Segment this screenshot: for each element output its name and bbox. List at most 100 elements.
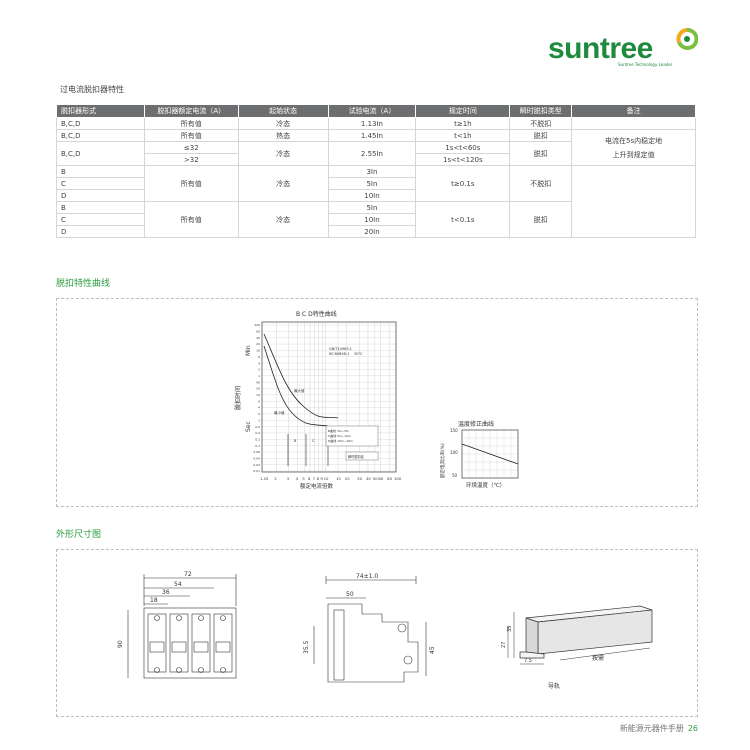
curve-xtick: 100 xyxy=(394,476,402,481)
curve-ytick: 40 xyxy=(256,336,260,340)
cell-state: 冷态 xyxy=(237,201,329,238)
curve-ytick: 60 xyxy=(256,330,260,334)
cell-current: 3In xyxy=(327,165,417,178)
dim-35-5: 35.5 xyxy=(303,640,310,654)
dims-box xyxy=(56,549,698,717)
cell-rated: >32 xyxy=(143,153,239,166)
temp-ytick: 100 xyxy=(450,450,458,455)
table-row: D 20In xyxy=(56,225,696,238)
curve-ytick: 10 xyxy=(256,349,260,353)
temp-title: 温度修正曲线 xyxy=(458,420,494,428)
curve-ytick: 0.01 xyxy=(253,469,260,473)
dim-50: 50 xyxy=(346,591,354,598)
curve-xtick: 8 xyxy=(317,476,320,481)
brand-name: suntree xyxy=(548,32,653,65)
cell-state: 热态 xyxy=(237,129,329,142)
cell-state: 冷态 xyxy=(237,117,329,130)
curve-ytick: 2 xyxy=(258,368,260,372)
note-line: 电流在5s内稳定地 xyxy=(605,136,663,145)
table-row: D 10In xyxy=(56,189,696,202)
col-header: 规定时间 xyxy=(415,104,511,118)
temp-line xyxy=(461,443,519,465)
curve-xtick: 4 xyxy=(296,476,299,481)
cell-rated: 所有值 xyxy=(143,129,239,142)
col-header: 备注 xyxy=(571,104,696,118)
cell-type: C xyxy=(56,177,145,190)
section-title-dims: 外形尺寸图 xyxy=(56,530,102,540)
table-title: 过电流脱扣器特性 xyxy=(60,85,124,94)
max-label: 最大值 xyxy=(294,388,305,393)
curve-ytick: 10 xyxy=(256,393,260,397)
min-axis-label: Min xyxy=(245,345,252,356)
curve-box xyxy=(56,298,698,507)
curve-xtick: 2 xyxy=(274,476,277,481)
rail-dim-27: 27 xyxy=(501,642,507,648)
cell-type: D xyxy=(56,189,145,202)
cell-time: t≥0.1s xyxy=(415,165,511,202)
curve-ytick: 2 xyxy=(258,412,260,416)
col-header: 脱扣器形式 xyxy=(56,104,145,118)
cell-time: 1s<t<120s xyxy=(415,153,511,166)
cell-type: B,C,D xyxy=(56,117,145,130)
curve-ytick: 120 xyxy=(254,323,260,327)
cell-type: B xyxy=(56,201,145,214)
cell-state: 冷态 xyxy=(237,141,329,166)
rail-length-label: 按需 xyxy=(592,654,604,662)
legend-item: C曲线 5In~10In xyxy=(328,433,351,438)
std-label: IEC60898-1 xyxy=(329,352,349,356)
table-row: C 10In xyxy=(56,213,696,226)
cell-rated: ≤32 xyxy=(143,141,239,154)
b-label: B xyxy=(294,439,297,443)
section-title-curve: 脱扣特性曲线 xyxy=(56,279,111,289)
curve-xtick: 30 xyxy=(357,476,362,481)
max-curve xyxy=(263,333,339,419)
curve-ytick: 4 xyxy=(258,361,260,365)
curve-xtick: 15 xyxy=(336,476,341,481)
dim-54: 54 xyxy=(174,581,182,588)
dim-72: 72 xyxy=(184,571,192,578)
cell-trip: 脱扣 xyxy=(509,201,573,238)
curve-ytick: 0.02 xyxy=(253,463,260,467)
curve-ytick: 0.1 xyxy=(255,444,260,448)
cell-rated: 所有值 xyxy=(143,165,239,202)
cell-note-empty xyxy=(571,165,696,238)
cell-time: 1s<t<60s xyxy=(415,141,511,154)
curve-ytick: 1 xyxy=(258,374,260,378)
side-view-drawing: 74±1.0 50 35.5 45 xyxy=(303,573,436,683)
cell-time: t<0.1s xyxy=(415,201,511,238)
legend-item: D曲线 10In~20In xyxy=(328,438,353,443)
col-header: 瞬时脱扣类型 xyxy=(509,104,573,118)
cell-current: 1.45In xyxy=(327,129,417,142)
cell-time: t<1h xyxy=(415,129,511,142)
curve-xlabel: 额定电流倍数 xyxy=(300,482,334,490)
cell-current: 5In xyxy=(327,177,417,190)
curve-ytick: 20 xyxy=(256,342,260,346)
curve-xtick: 6 xyxy=(308,476,311,481)
temperature-chart: 温度修正曲线 150 100 50 额定电流比率(%) 环境温度（℃） xyxy=(439,420,519,489)
cell-note-empty xyxy=(571,117,696,130)
table-header-row: 脱扣器形式 脱扣器额定电流（A） 起始状态 试验电流（A） 规定时间 瞬时脱扣类… xyxy=(56,104,696,118)
temp-xlabel: 环境温度（℃） xyxy=(466,481,505,489)
curve-xtick: 40 xyxy=(366,476,371,481)
cell-trip: 脱扣 xyxy=(509,141,573,166)
trip-characteristics-table: 脱扣器形式 脱扣器额定电流（A） 起始状态 试验电流（A） 规定时间 瞬时脱扣类… xyxy=(56,104,696,238)
dim-18: 18 xyxy=(150,597,158,604)
cell-type: B xyxy=(56,165,145,178)
brand-tagline: Suntree Technology Leader xyxy=(618,62,673,67)
curve-ytick: 0.4 xyxy=(255,431,260,435)
cell-rated: 所有值 xyxy=(143,117,239,130)
cell-trip: 不脱扣 xyxy=(509,117,573,130)
table-row: B,C,D 所有值 冷态 1.13In t≥1h 不脱扣 xyxy=(56,117,696,130)
table-row: C 5In xyxy=(56,177,696,190)
rail-dim-35: 35 xyxy=(507,626,513,632)
min-label: 最小值 xyxy=(274,410,285,415)
curve-ytick: 6 xyxy=(258,399,260,403)
cell-current: 1.13In xyxy=(327,117,417,130)
temp-ytick: 50 xyxy=(452,473,458,478)
cell-rated: 所有值 xyxy=(143,201,239,238)
cell-current: 20In xyxy=(327,225,417,238)
curve-xtick: 7 xyxy=(313,476,316,481)
curve-xtick: 20 xyxy=(345,476,350,481)
dim-36: 36 xyxy=(162,589,170,596)
